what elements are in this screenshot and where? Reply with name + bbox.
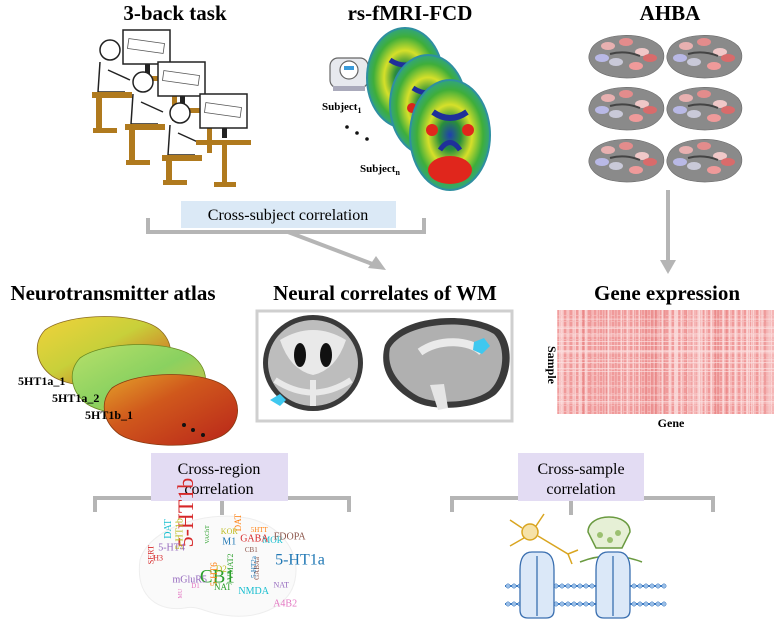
rs-fmri-illustration: Subject1 Subjectn [322, 27, 491, 191]
cross-region-box [151, 453, 288, 501]
ahba-brain-1 [588, 35, 665, 79]
mri-scanner-icon [329, 57, 369, 91]
wordcloud-word: NMDA [238, 586, 269, 597]
wordcloud-word: D1 [191, 582, 200, 590]
ahba-brain-2 [666, 35, 743, 79]
wordcloud-word: DAT [163, 519, 174, 538]
wordcloud-word: GABA [240, 533, 269, 544]
wordcloud-word: MOR [262, 535, 283, 545]
wordcloud-word: 5-HT1b [173, 478, 198, 548]
wordcloud-word: KOR [221, 527, 239, 536]
atlas-label-1: 5HT1a_1 [18, 374, 65, 388]
sagittal-slice [383, 318, 510, 410]
ahba-brain-3 [588, 87, 665, 131]
neurotransmitter-atlas-brains [36, 316, 238, 446]
wordcloud-word: VAChT [205, 525, 211, 544]
cross-subject-bracket [146, 218, 426, 270]
atlas-label-3: 5HT1b_1 [85, 408, 133, 422]
subject-first-label: Subject1 [322, 101, 361, 115]
cross-sample-label-line2: correlation [546, 481, 615, 498]
neuron-icon [509, 513, 579, 565]
ahba-brain-grid [588, 35, 743, 183]
wordcloud-word: mGluR5 [173, 575, 207, 586]
cross-region-label-line2: correlation [184, 481, 253, 498]
gene-expression-heatmap [557, 310, 774, 414]
wordcloud-word: D2 [216, 564, 227, 574]
atlas-ellipsis [182, 423, 205, 437]
wordcloud-word: H3 [153, 554, 163, 563]
coronal-slice [263, 315, 363, 411]
wordcloud-word: 5-HT2a [250, 555, 258, 578]
wordcloud-word: NAT [274, 581, 290, 590]
subject-ellipsis [345, 125, 369, 141]
title-3-back-task: 3-back task [123, 1, 227, 25]
cross-subject-label: Cross-subject correlation [208, 207, 368, 224]
wordcloud-word: FDOPA [274, 531, 307, 542]
fmri-brain-slice-3 [409, 79, 491, 191]
cross-region-label-line1: Cross-region [178, 461, 261, 478]
cross-sample-box [518, 453, 644, 501]
wordcloud-word: CB1 [200, 567, 235, 588]
receptor-illustrations [505, 513, 667, 619]
subject-last-label: Subjectn [360, 163, 400, 177]
ion-channel-1 [519, 551, 555, 619]
wordcloud-word: DAT [233, 513, 243, 531]
ahba-brain-6 [666, 139, 743, 183]
ion-channel-2 [595, 551, 631, 619]
wordcloud-word: M1 [222, 537, 236, 548]
wordcloud-word: 5-HT6 [209, 562, 219, 586]
ahba-brain-4 [666, 87, 743, 131]
wordcloud-word: 5HTT [251, 526, 269, 534]
title-ahba: AHBA [640, 1, 702, 25]
wordcloud-word: NAT [214, 582, 232, 592]
ahba-brain-5 [588, 139, 665, 183]
three-back-task-illustration [92, 29, 251, 187]
ahba-to-gene-arrow [660, 190, 676, 274]
title-rs-fmri-fcd: rs-fMRI-FCD [348, 1, 473, 25]
wordcloud-word: MU [178, 588, 184, 598]
task-workstation-2 [125, 61, 235, 165]
wordcloud-word: 5-HT1b [174, 518, 185, 550]
atlas-label-2: 5HT1a_2 [52, 391, 99, 405]
heatmap-x-label: Gene [658, 416, 685, 430]
title-neurotransmitter-atlas: Neurotransmitter atlas [10, 281, 215, 305]
cross-subject-box [181, 201, 396, 228]
wordcloud-word: A4B2 [273, 599, 297, 610]
title-neural-correlates: Neural correlates of WM [273, 281, 497, 305]
wordcloud-word: VMAT2 [226, 553, 235, 580]
task-workstation-3 [162, 93, 251, 187]
wordcloud-word: 5-HT4 [158, 543, 185, 554]
neural-correlates-panel [255, 309, 514, 423]
title-gene-expression: Gene expression [594, 281, 740, 305]
wordcloud-word: 5-HT1a [275, 551, 325, 568]
wordcloud-word: SERT [146, 545, 155, 564]
heatmap-y-label: Sample [545, 346, 559, 385]
wordcloud-word: CB1 [245, 546, 258, 554]
wordcloud-word: GABAa [253, 556, 261, 580]
cross-sample-label-line1: Cross-sample [537, 461, 624, 478]
